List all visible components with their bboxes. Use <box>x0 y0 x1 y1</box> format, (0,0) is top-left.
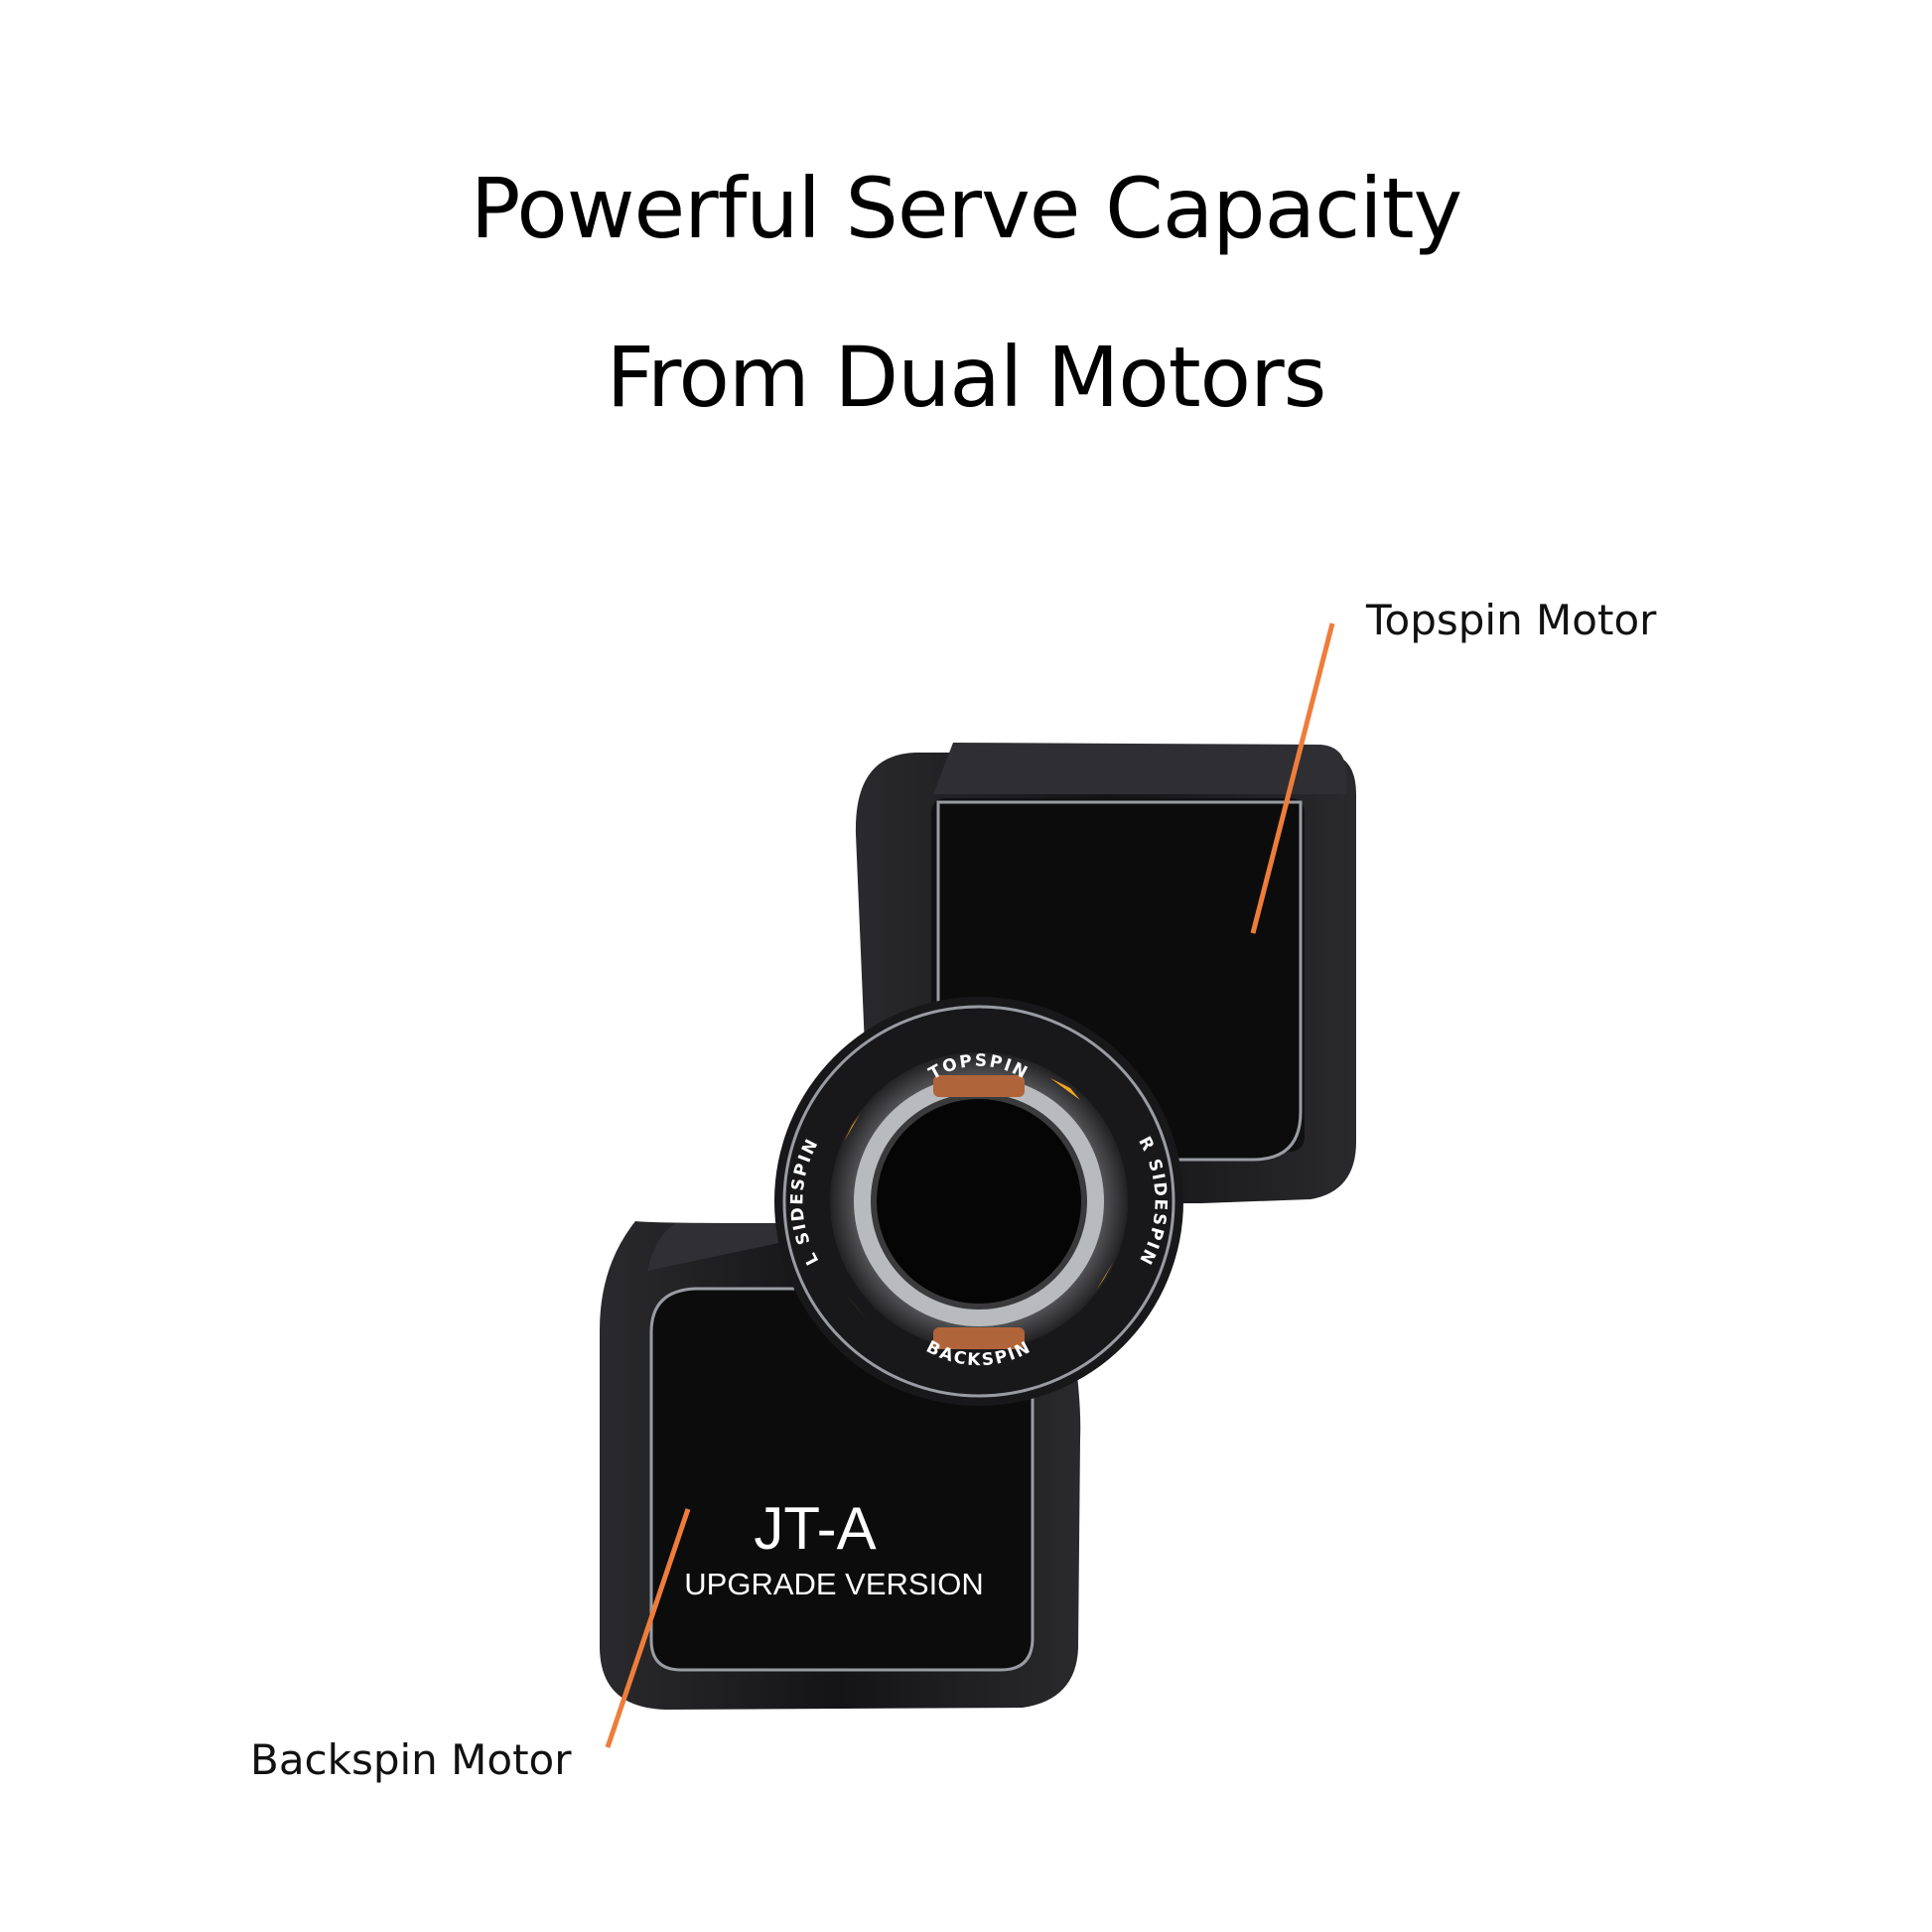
topspin-indicator <box>933 1075 1025 1097</box>
rotation-arrow-icons <box>844 1078 1114 1320</box>
backspin-leader-line <box>605 1508 691 1748</box>
backspin-indicator <box>933 1327 1025 1349</box>
ball-outlet-ring: TOPSPIN BACKSPIN L SIDESPIN R SIDESPIN <box>774 997 1183 1406</box>
topspin-leader-line <box>1250 622 1335 934</box>
model-name: JT-A <box>754 1495 876 1562</box>
topspin-motor-label: Topspin Motor <box>1366 596 1657 644</box>
headline-line-1: Powerful Serve Capacity <box>470 160 1463 257</box>
model-subtitle: UPGRADE VERSION <box>684 1567 983 1601</box>
headline-line-2: From Dual Motors <box>606 329 1327 426</box>
ball-exit-hole <box>871 1093 1087 1310</box>
backspin-motor-label: Backspin Motor <box>250 1735 572 1784</box>
